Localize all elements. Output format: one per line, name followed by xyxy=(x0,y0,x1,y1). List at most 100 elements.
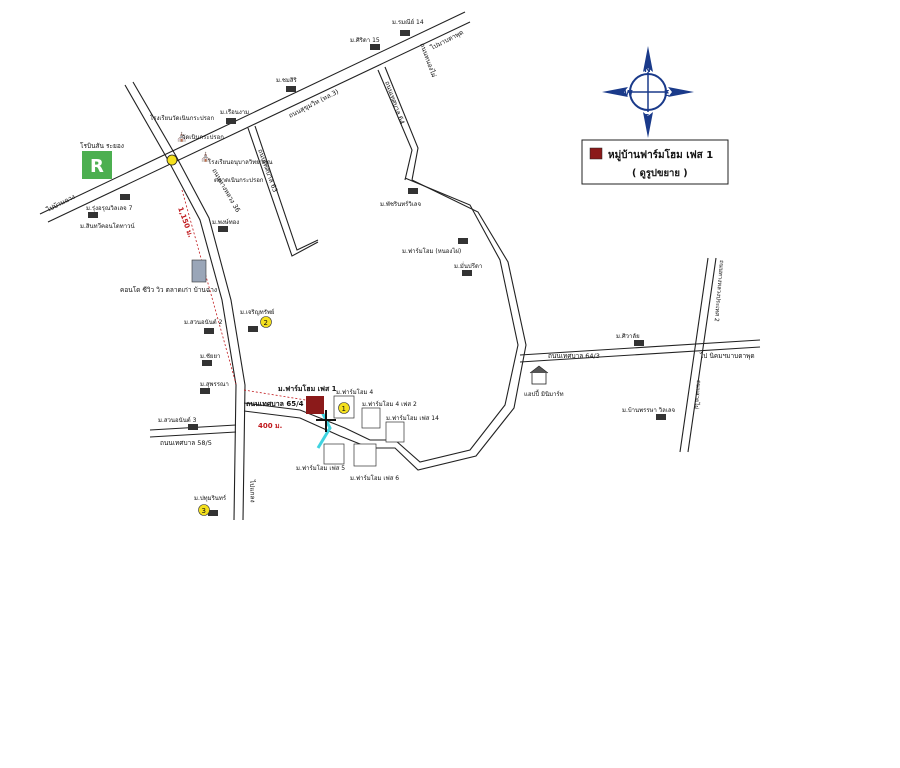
road-64-3-edge xyxy=(519,346,761,363)
label-distance-1150: 1,150 ม. xyxy=(176,206,194,239)
house-icon xyxy=(634,340,644,346)
label-rd-58-5: ถนนเทศบาล 58/5 xyxy=(160,439,212,447)
label-ban-supanna: ม.สุพรรณา xyxy=(200,381,229,388)
label-to-nikhom: ไป นิคมฯมาบตาพุด xyxy=(699,352,755,360)
road-loop xyxy=(370,177,519,463)
robinson-logo-box xyxy=(82,151,112,179)
label-ban-rueang-sai: ม.รมณีย์ 14 xyxy=(392,18,424,26)
road-58-5-edge xyxy=(149,431,237,438)
label-market: ตลาดเนินกระปรอก xyxy=(214,177,264,184)
label-ban-chomsiri: ม.ชมสิริ xyxy=(276,77,298,84)
shop-icon xyxy=(531,371,547,385)
legend: หมู่บ้านฟาร์มโฮม เฟส 1 ( ดูรูปขยาย ) xyxy=(581,139,729,185)
road-sukhumvit xyxy=(39,11,466,215)
house-icon xyxy=(656,414,666,420)
label-fh5: ม.ฟาร์มโฮม เฟส 5 xyxy=(296,464,345,472)
shop-roof xyxy=(529,365,549,374)
compass-s: S xyxy=(644,113,650,122)
house-icon xyxy=(188,424,198,430)
label-ban-ruanngam: ม.เรือนงาม xyxy=(220,108,249,116)
label-ban-phongthai: ม.พงษ์ทอง xyxy=(212,218,239,226)
house-icon xyxy=(458,238,468,244)
road-64-edge xyxy=(384,66,419,181)
road-right-1 xyxy=(679,257,709,453)
road-64 xyxy=(377,69,413,181)
house-icon xyxy=(202,360,212,366)
label-fh6: ม.ฟาร์มโฮม เฟส 6 xyxy=(350,474,399,482)
label-school-pin: โรงเรียนวัดเนินกระปรอก xyxy=(150,114,214,122)
label-wat-noen: วัดเนินกระปรอก xyxy=(182,134,224,141)
house-icon xyxy=(120,194,130,200)
house-icon xyxy=(200,388,210,394)
marker-2-label: 2 xyxy=(264,319,268,327)
compass-w: W xyxy=(624,89,633,98)
marker-1-label: 1 xyxy=(342,405,346,413)
label-robinson: โรบินสัน ระยอง xyxy=(80,142,124,150)
legend-swatch xyxy=(589,147,603,160)
house-icon xyxy=(286,86,296,92)
compass-needle xyxy=(643,46,653,72)
house-icon xyxy=(248,326,258,332)
label-ban-sivasil: ม.ศิวาลัย xyxy=(616,333,640,340)
road-64-3 xyxy=(519,339,761,356)
label-school-2: โรงเรียนอนุบาลวิทยาคุณ xyxy=(208,158,273,166)
plot-fh14 xyxy=(385,421,405,443)
project-farmhome-phase1 xyxy=(306,396,324,414)
marker-1 xyxy=(338,402,350,414)
robinson-logo: R โรบินสัน ระยอง xyxy=(80,142,124,179)
marker-3-label: 3 xyxy=(202,507,206,515)
label-condo: คอนโด ซีวิว วิว ตลาดเก่า บ้านฉาง xyxy=(120,286,217,294)
label-to-klaeng: ไปแกลง xyxy=(248,479,257,503)
label-fh4-2: ม.ฟาร์มโฮม 4 เฟส 2 xyxy=(362,400,417,408)
compass-e: E xyxy=(664,89,669,98)
house-icon xyxy=(226,118,236,124)
label-distance-400: 400 ม. xyxy=(258,422,282,430)
house-icons xyxy=(88,30,666,516)
road-main-ns-edge xyxy=(132,81,246,521)
legend-title: หมู่บ้านฟาร์มโฮม เฟส 1 xyxy=(608,148,713,162)
dimension-400 xyxy=(243,389,319,403)
marker-2 xyxy=(260,316,272,328)
label-ban-siri: ม.ศิริดา 15 xyxy=(350,37,380,44)
school2-icon: ⛪ xyxy=(200,151,211,163)
label-fh1: ม.ฟาร์มโฮม เฟส 1 xyxy=(278,384,337,393)
label-ban-chaiya: ม.ชัยยา xyxy=(200,353,220,360)
label-ban-charoensin: ม.เจริญทรัพย์ xyxy=(240,308,274,316)
condo-icon xyxy=(191,259,207,283)
plot-fh4-2 xyxy=(361,407,381,429)
label-rd-64-3: ถนนเทศบาล 64/3 xyxy=(548,352,600,360)
compass-rose: N S E W xyxy=(602,46,694,138)
label-rd-64: ถนนเทศบาล 64 xyxy=(383,80,406,126)
robinson-logo-letter: R xyxy=(90,156,104,177)
label-rd-65-4: ถนนเทศบาล 65/4 xyxy=(246,400,304,408)
compass-needle-south xyxy=(643,112,653,138)
house-icon xyxy=(408,188,418,194)
legend-subtitle: ( ดูรูปขยาย ) xyxy=(632,167,688,180)
road-sukhumvit-edge xyxy=(47,21,471,223)
house-icon xyxy=(204,328,214,334)
canal xyxy=(316,411,332,449)
road-65-4-edge xyxy=(243,410,371,449)
label-ban-farmhome-nong: ม.ฟาร์มโฮม (หนองไผ่) xyxy=(402,247,461,255)
label-rd-saipai: ถนนสายไผ่ xyxy=(692,380,703,410)
plot-fh5 xyxy=(323,443,345,465)
road-loop-edge xyxy=(370,179,527,471)
house-icon xyxy=(462,270,472,276)
compass-needle-west xyxy=(602,87,628,97)
road-63 xyxy=(247,127,319,257)
road-main-ns xyxy=(124,84,237,521)
compass-n: N xyxy=(644,65,651,74)
plot-fh6 xyxy=(353,443,377,467)
label-ban-baanprapa: ม.บ้านพรรษา วิลเลจ xyxy=(622,407,675,414)
label-fh4: ม.ฟาร์มโฮม 4 xyxy=(336,388,373,396)
label-ban-manpree: ม.มั่นปรีดา xyxy=(454,262,482,270)
house-icon xyxy=(88,212,98,218)
traffic-circle xyxy=(166,154,178,166)
label-ban-suan-2: ม.สวนอนันต์ 2 xyxy=(184,318,223,326)
marker-3 xyxy=(198,504,210,516)
label-fh14: ม.ฟาร์มโฮม เฟส 14 xyxy=(386,414,439,422)
label-ban-patcharin: ม.พัชรินทร์วิเลจ xyxy=(380,200,421,208)
school-icon: ⛪ xyxy=(176,131,187,143)
label-shop: แฮปปี้ มินิมาร์ท xyxy=(524,388,564,398)
